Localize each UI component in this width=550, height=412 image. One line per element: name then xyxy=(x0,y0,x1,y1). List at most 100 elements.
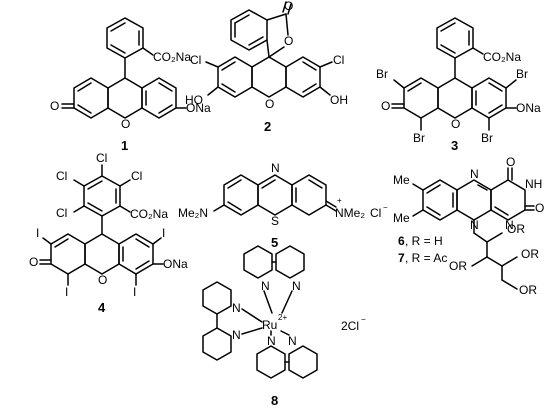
compound-number-4: 4 xyxy=(98,300,106,315)
i-topright-4: I xyxy=(162,226,165,240)
ring-n-right-6: N xyxy=(505,218,514,232)
xanthene-right-4 xyxy=(118,233,154,275)
isoalloxazine-right xyxy=(490,179,526,221)
ru-charge-8: 2+ xyxy=(278,313,287,322)
phenothiazine-left-5 xyxy=(223,174,259,216)
bpy-top-left-ring xyxy=(243,245,273,279)
bpy-bottom-n2: N xyxy=(288,334,297,348)
lactone-benzene-2 xyxy=(230,9,268,51)
or-1-6: OR xyxy=(507,222,525,236)
compound-number-2: 2 xyxy=(264,119,271,134)
bpy-left-n1: N xyxy=(232,301,241,315)
cl-counterion-5: Cl xyxy=(370,206,381,220)
r-def-6-text: , R = H xyxy=(405,234,443,248)
br-topleft-3: Br xyxy=(376,67,388,81)
bpy-top-right-ring xyxy=(275,245,305,279)
xanthene-center-1 xyxy=(107,77,143,119)
ro-2-6: OR xyxy=(449,259,467,273)
minus-charge-8: − xyxy=(361,315,366,324)
two-cl-label-8: 2Cl xyxy=(341,319,359,333)
pendant-benzene-3 xyxy=(436,17,474,59)
ring-o-label: O xyxy=(121,117,130,131)
bpy-bottom-left-ring xyxy=(256,345,286,379)
xanthene-left-1 xyxy=(73,77,109,119)
co2na-label: CO₂Na xyxy=(153,50,191,64)
ring-o-label-2: O xyxy=(265,97,274,111)
phenothiazine-right-5 xyxy=(291,174,327,216)
co2na-label-4: CO₂Na xyxy=(130,207,168,221)
plus-charge-5: + xyxy=(337,196,342,205)
isoalloxazine-left xyxy=(422,179,458,221)
cl-left-4: Cl xyxy=(56,206,67,220)
compound-5: N S Me₂N + NMe₂ Cl − 5 xyxy=(178,161,388,250)
ona-label-4: ONa xyxy=(163,257,188,271)
xanthene-right-3 xyxy=(471,77,507,119)
xanthene-right-1 xyxy=(141,77,177,119)
cl-right-2: Cl xyxy=(333,53,344,67)
compound-number-3: 3 xyxy=(451,138,458,153)
xanthene-center-3 xyxy=(437,77,473,119)
xanthene-left-2 xyxy=(217,56,253,98)
i-botright-4: I xyxy=(133,285,136,299)
ring-n-label-5: N xyxy=(271,161,280,175)
tetrachloro-benzene-4 xyxy=(83,175,121,217)
nme2-label-5: NMe₂ xyxy=(335,206,365,220)
compound-4: Cl Cl Cl Cl CO₂Na I I O O ONa I I 4 xyxy=(29,151,188,315)
i-botleft-4: I xyxy=(65,285,68,299)
lactone-o-label: O xyxy=(284,34,293,48)
compound-number-5: 5 xyxy=(271,235,278,250)
carbonyl-o-top-6: O xyxy=(506,155,515,169)
ring-o-label-4: O xyxy=(98,273,107,287)
xanthene-right-2 xyxy=(285,56,321,98)
compound-1: CO₂Na O O ONa 1 xyxy=(50,17,211,153)
bpy-left-n2: N xyxy=(232,328,241,342)
xanthene-center-2 xyxy=(251,56,287,98)
bpy-bottom-n1: N xyxy=(267,334,276,348)
carbonyl-o-label: O xyxy=(284,0,293,13)
ru-label-8: Ru xyxy=(262,318,277,332)
br-botleft-3: Br xyxy=(413,131,425,145)
ona-label: ONa xyxy=(186,101,211,115)
r-def-6-num: 6 xyxy=(398,234,405,248)
cl-left-2: Cl xyxy=(190,53,201,67)
ring-s-label-5: S xyxy=(271,214,279,228)
cl-top-4: Cl xyxy=(96,151,107,165)
pendant-benzene-1 xyxy=(106,17,144,59)
compound-2: O O Cl Cl HO OH O 2 xyxy=(185,0,348,134)
carbonyl-o-right-6: O xyxy=(535,201,544,215)
compound-6-7: N N O NH O N Me Me OR OR OR OR 6 , R = H… xyxy=(393,155,544,297)
bpy-bottom-right-ring xyxy=(288,345,318,379)
or-3-6: OR xyxy=(521,247,539,261)
me2n-label-5: Me₂N xyxy=(178,206,208,220)
compound-number-8: 8 xyxy=(271,393,278,408)
oxo-label-4: O xyxy=(29,255,38,269)
xanthene-center-4 xyxy=(84,233,120,275)
bpy-top-n1: N xyxy=(261,279,270,293)
r-def-7-num: 7 xyxy=(398,251,405,265)
br-botright-3: Br xyxy=(481,131,493,145)
phenothiazine-center-5 xyxy=(257,174,293,216)
xanthene-left-3 xyxy=(403,77,439,119)
bpy-top-n2: N xyxy=(292,279,301,293)
oxo-label-3: O xyxy=(381,99,390,113)
compound-8: N N N N Ru 2+ N N 2Cl − 8 xyxy=(202,245,366,408)
me-bottom-6: Me xyxy=(393,211,410,225)
me-top-6: Me xyxy=(393,173,410,187)
ho-label-2: HO xyxy=(185,93,203,107)
br-topright-3: Br xyxy=(516,67,528,81)
minus-charge-5: − xyxy=(383,203,388,212)
bpy-left-top-ring xyxy=(202,281,232,315)
or-4-6: OR xyxy=(519,283,537,297)
compound-number-1: 1 xyxy=(121,138,128,153)
compound-3: CO₂Na Br Br O O ONa Br Br 3 xyxy=(376,17,541,153)
co2na-label-3: CO₂Na xyxy=(483,50,521,64)
i-topleft-4: I xyxy=(36,226,39,240)
isoalloxazine-middle xyxy=(456,179,492,221)
ring-n-top-6: N xyxy=(470,167,479,181)
cl-topleft-4: Cl xyxy=(56,169,67,183)
r-def-7-text: , R = Ac xyxy=(405,251,447,265)
ring-o-label-3: O xyxy=(451,117,460,131)
oh-label-2: OH xyxy=(330,93,348,107)
oxo-label: O xyxy=(50,99,59,113)
